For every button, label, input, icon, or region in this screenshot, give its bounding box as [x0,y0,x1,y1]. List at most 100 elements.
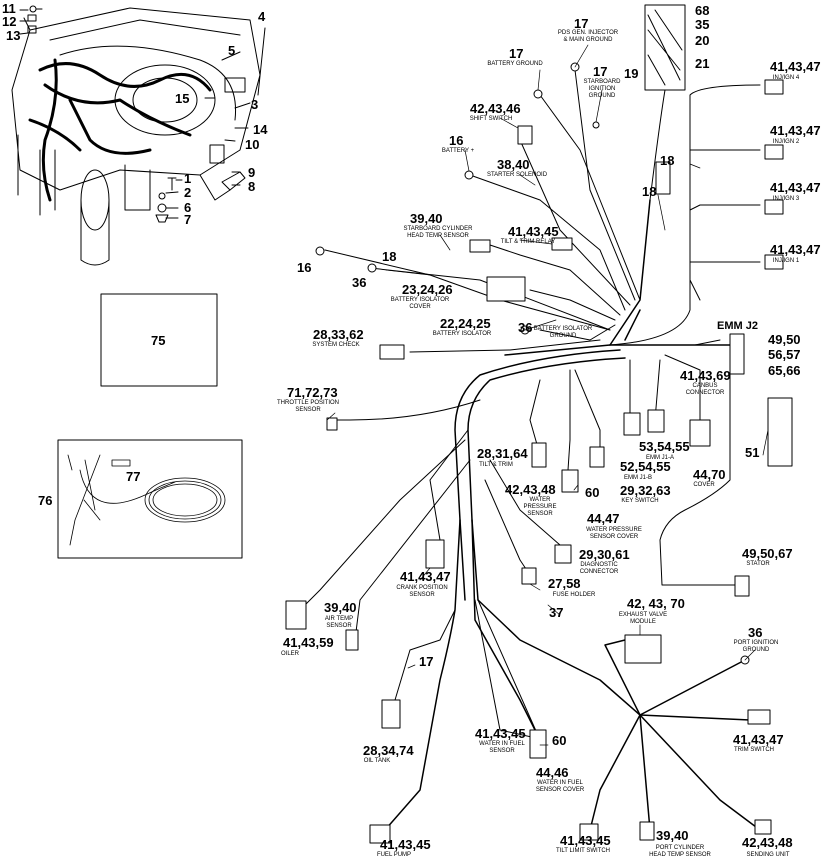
caption-trim-switch: TRIM SWITCH [734,747,774,753]
caption-canbus: CANBus CONNECTOR [685,383,725,396]
callout-41-43-47-trim: 41,43,47 [733,732,784,747]
caption-port-cyl-temp: PORT CYLINDER HEAD TEMP SENSOR [649,845,711,858]
callout-28-31-64: 28,31,64 [477,446,528,461]
callout-15: 15 [175,91,190,106]
callout-36-c: 36 [748,625,763,640]
caption-throttle-position: THROTTLE POSITION SENSOR [276,400,340,413]
callout-29-30-61: 29,30,61 [579,547,630,562]
emm-j2-label: EMM J2 [717,320,758,332]
callout-17-battery-ground: 17 [509,46,524,61]
caption-injign4: INJ/IGN 4 [772,75,800,81]
callout-18-b: 18 [642,184,657,199]
callout-2: 2 [184,185,192,200]
callout-41-43-45-wif: 41,43,45 [475,726,526,741]
callout-41-43-47-crank: 41,43,47 [400,569,451,584]
cable-coil-drawing [67,454,226,546]
callout-77: 77 [126,469,141,484]
part-box-76 [57,439,243,559]
callout-14: 14 [253,122,268,137]
callout-39-40-port: 39,40 [656,828,689,843]
caption-stbd-ign-ground: STARBOARD IGNITION GROUND [583,79,621,99]
callout-36-b: 36 [518,320,533,335]
callout-12: 12 [2,14,17,29]
callout-41-43-47-inj2: 41,43,47 [770,123,821,138]
callout-60-a: 60 [585,485,600,500]
callout-17-stbd-ground: 17 [593,64,608,79]
callout-1: 1 [184,171,192,186]
callout-49-50: 49,50 [768,332,801,347]
callout-39-40-air: 39,40 [324,600,357,615]
callout-42-43-70: 42, 43, 70 [627,596,685,611]
callout-41-43-59: 41,43,59 [283,635,334,650]
callout-10: 10 [245,137,260,152]
part-box-75 [100,293,218,387]
caption-pds-ground: PDS GEN. INJECTOR & MAIN GROUND [557,30,619,43]
caption-emm-j1a: EMM J1-A [645,455,675,461]
callout-21: 21 [695,56,710,71]
callout-42-43-46: 42,43,46 [470,101,521,116]
caption-battery-plus: BATTERY + [441,148,475,154]
callout-27-58: 27,58 [548,576,581,591]
main-harness-trunk [384,199,761,831]
caption-fuel-pump: FUEL PUMP [376,852,412,858]
caption-water-pressure: WATER PRESSURE SENSOR [523,497,557,517]
callout-17-pds: 17 [574,16,589,31]
callout-4: 4 [258,9,266,24]
caption-air-temp: AIR TEMP SENSOR [324,616,354,629]
callout-28-34-74: 28,34,74 [363,743,414,758]
callout-13: 13 [6,28,21,43]
callout-75: 75 [151,333,166,348]
callout-17-oil-line: 17 [419,654,434,669]
callout-42-43-48-sending: 42,43,48 [742,835,793,850]
caption-exhaust-valve: EXHAUST VALVE MODULE [618,612,668,625]
callout-52-54-55: 52,54,55 [620,459,671,474]
caption-injign2: INJ/IGN 2 [772,139,800,145]
caption-water-in-fuel: WATER IN FUEL SENSOR [479,741,525,754]
callout-18-a: 18 [660,153,675,168]
callout-20: 20 [695,33,710,48]
caption-system-check: SYSTEM CHECK [312,342,360,348]
caption-emm-j1b: EMM J1-B [623,475,653,481]
callout-44-70: 44,70 [693,467,726,482]
callout-51: 51 [745,445,760,460]
caption-injign1: INJ/IGN 1 [772,258,800,264]
callout-41-43-47-inj3: 41,43,47 [770,180,821,195]
leader-lines [326,44,769,746]
callout-41-43-45-relay: 41,43,45 [508,224,559,239]
callout-38-40: 38,40 [497,157,530,172]
callout-44-47: 44,47 [587,511,620,526]
callout-6: 6 [184,200,192,215]
callout-56-57: 56,57 [768,347,801,362]
callout-60-b: 60 [552,733,567,748]
callout-49-50-67: 49,50,67 [742,546,793,561]
callout-41-43-47-inj1: 41,43,47 [770,242,821,257]
callout-29-32-63: 29,32,63 [620,483,671,498]
caption-sending-unit: SENDING UNIT [746,852,790,858]
callout-71-72-73: 71,72,73 [287,385,338,400]
caption-battery-isolator: BATTERY ISOLATOR [432,331,492,337]
callout-76: 76 [38,493,53,508]
callout-5: 5 [228,43,236,58]
callout-41-43-45-fuel: 41,43,45 [380,837,431,852]
callout-68: 68 [695,3,710,18]
callout-11: 11 [2,1,16,16]
lower-branch-wires [299,344,741,746]
caption-shift-switch: SHIFT SWITCH [469,116,513,122]
upper-branch-wires [324,69,761,353]
caption-battery-isolator-ground: BATTERY ISOLATOR GROUND [533,326,593,339]
callout-35: 35 [695,17,710,32]
engine-assembly-drawing [11,7,261,266]
callout-8: 8 [248,179,256,194]
caption-fuse-holder: FUSE HOLDER [552,592,596,598]
caption-water-pressure-cover: WATER PRESSURE SENSOR COVER [586,527,642,540]
callout-19: 19 [624,66,639,81]
caption-stator: STATOR [746,561,770,567]
callout-16-b: 16 [297,260,312,275]
caption-crank-position: CRANK POSITION SENSOR [396,585,448,598]
callout-42-43-48-water: 42,43,48 [505,482,556,497]
callout-23-24-26: 23,24,26 [402,282,453,297]
callout-16-battery: 16 [449,133,464,148]
engine-harness-bundle [28,58,212,202]
callout-44-46: 44,46 [536,765,569,780]
